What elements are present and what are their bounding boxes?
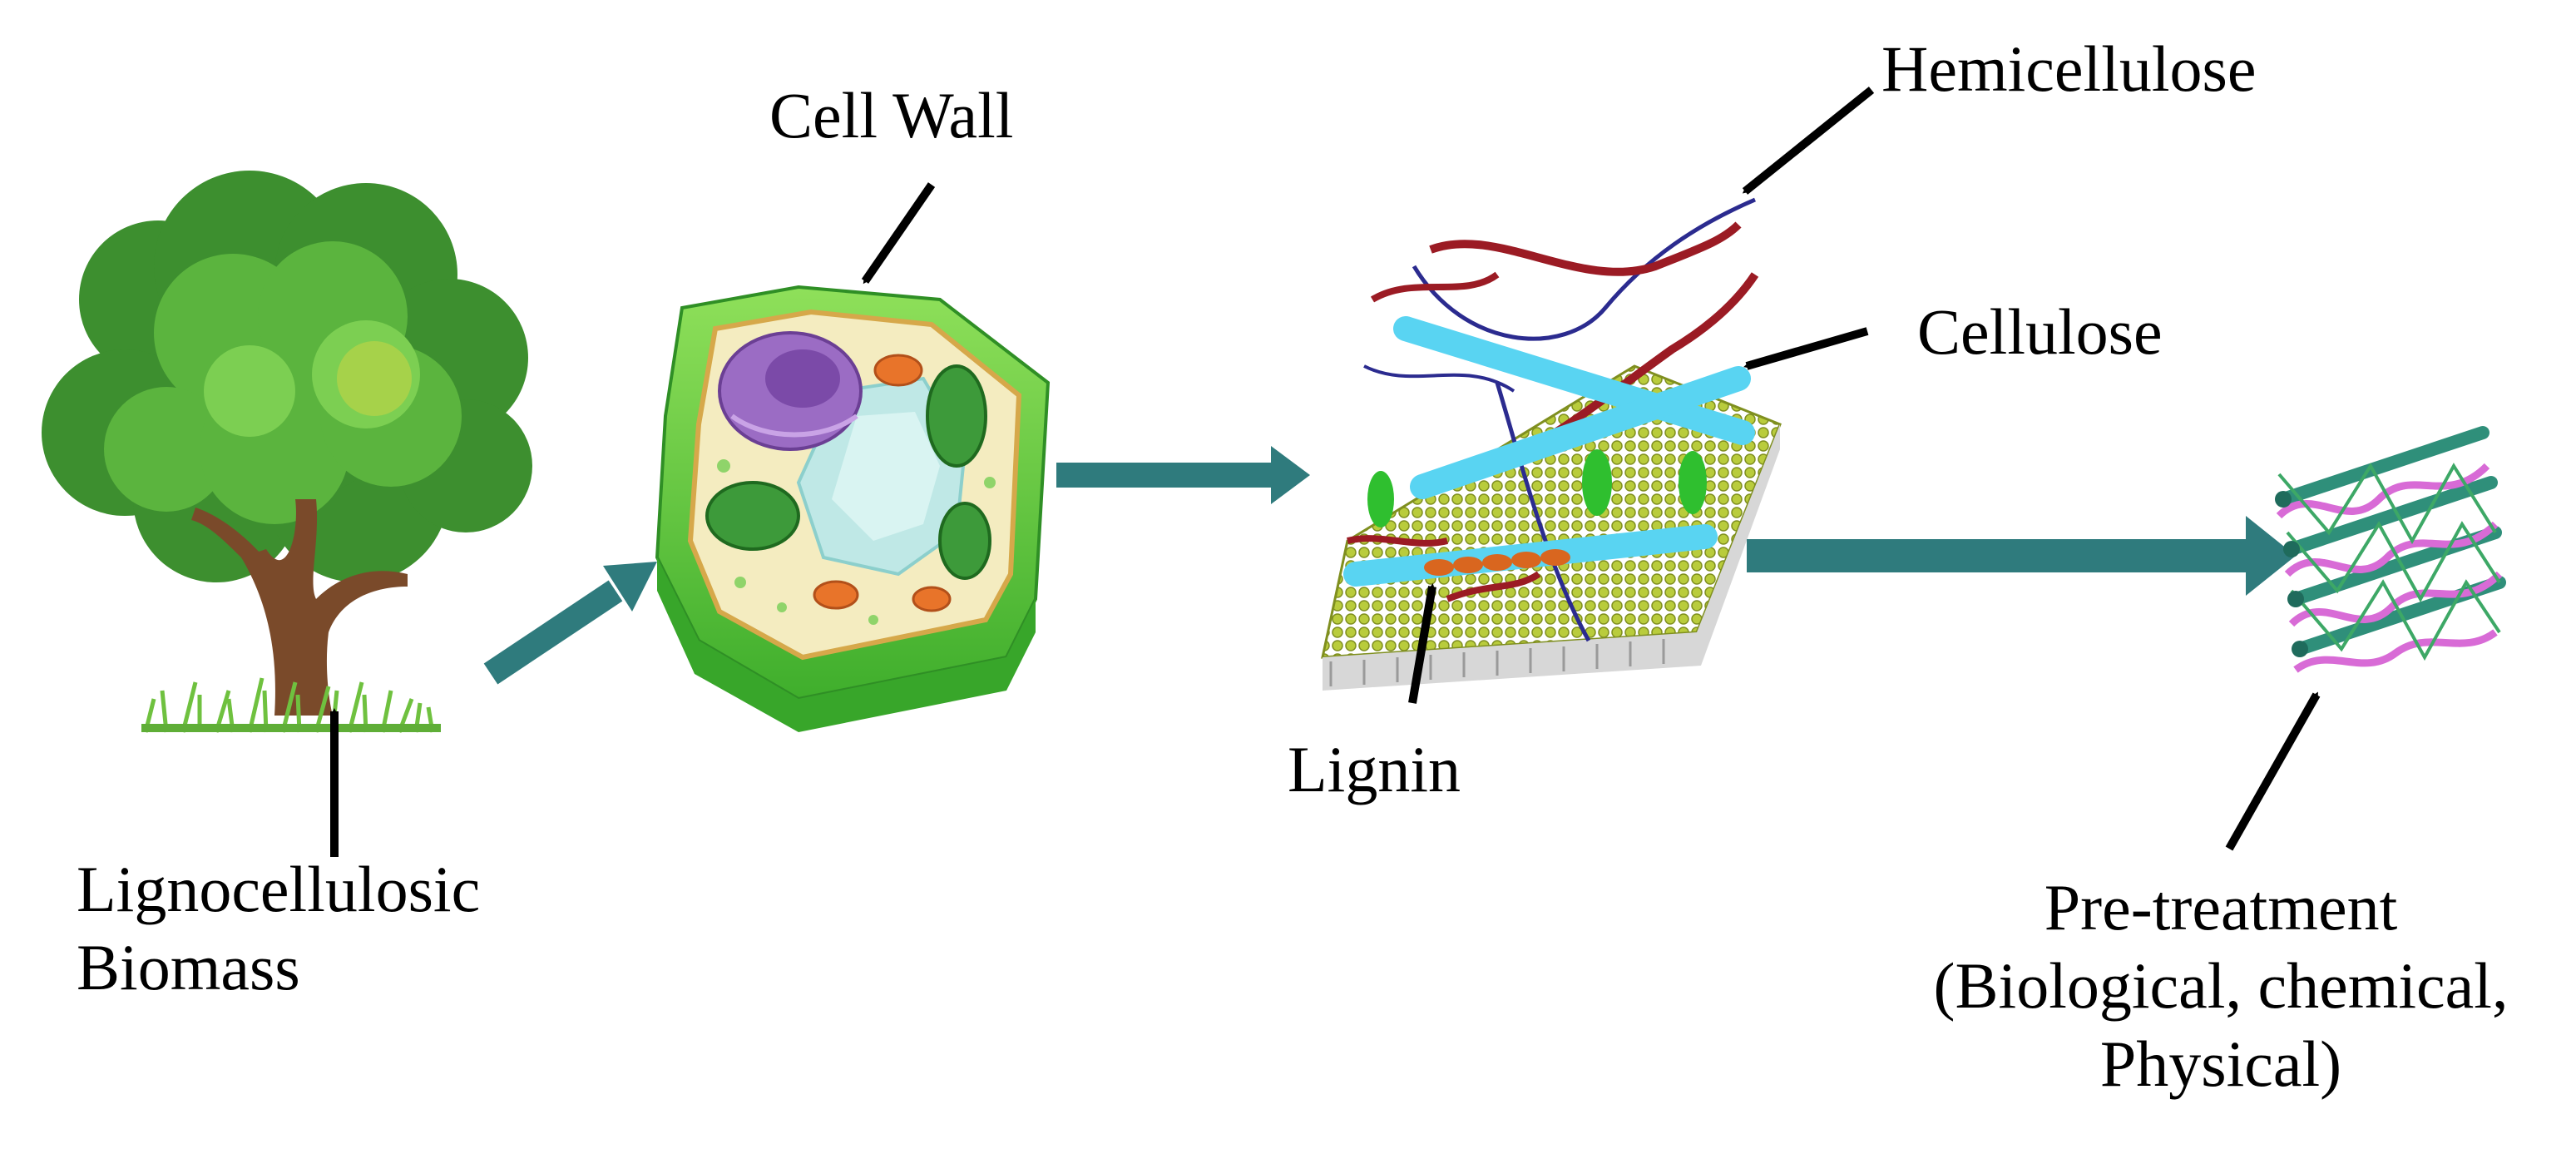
lignin-pointer-arrow [1408, 583, 1436, 704]
lignin-label: Lignin [1288, 733, 1461, 805]
pretreatment-label-line2: (Biological, chemical, [1933, 949, 2509, 1022]
flow-arrow-2 [1056, 446, 1310, 504]
pretreatment-pointer-arrow [2225, 691, 2321, 851]
cell-wall-pointer-arrow [861, 182, 936, 285]
flow-arrow-3 [1747, 516, 2296, 596]
tree-illustration [42, 171, 532, 733]
cell-wall-label: Cell Wall [769, 79, 1014, 151]
pretreatment-label-line3: Physical) [2099, 1028, 2342, 1100]
hemicellulose-label: Hemicellulose [1881, 32, 2257, 105]
lignocellulose-structure [1321, 197, 1782, 691]
pretreatment-label-line1: Pre-treatment [2044, 871, 2398, 943]
biomass-label-line2: Biomass [77, 931, 300, 1003]
cellulose-label: Cellulose [1917, 295, 2163, 368]
flow-arrow-1 [483, 562, 657, 685]
cellulose-pointer-arrow [1743, 327, 1869, 370]
pretreated-fibers-illustration [2275, 426, 2506, 673]
hemicellulose-pointer-arrow [1742, 87, 1875, 195]
biomass-label-line1: Lignocellulosic [77, 853, 481, 925]
plant-cell-illustration [655, 285, 1051, 732]
